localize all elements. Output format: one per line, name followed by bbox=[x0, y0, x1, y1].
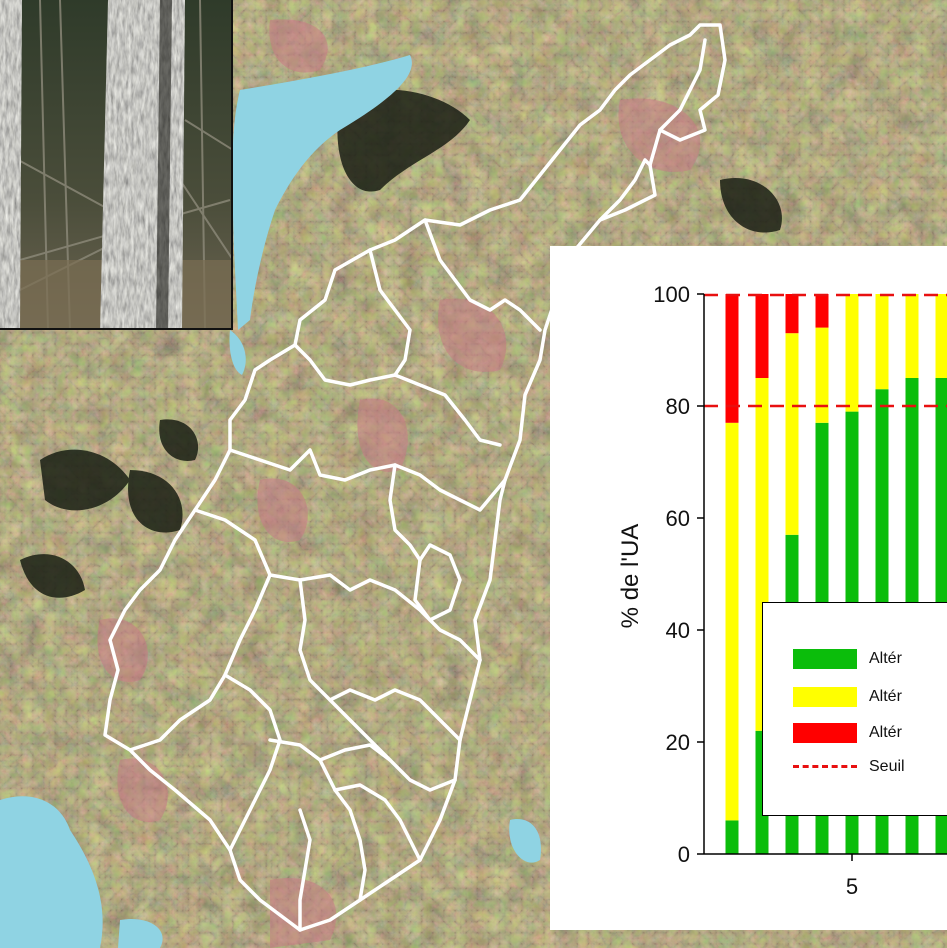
legend: Altér Altér Altér Seuil bbox=[762, 602, 947, 816]
legend-label-threshold: Seuil bbox=[869, 758, 905, 775]
legend-swatch-green bbox=[793, 649, 857, 669]
legend-entry-yellow: Altér bbox=[793, 687, 947, 707]
y-tick-label: 40 bbox=[666, 618, 690, 643]
y-axis-label: % de l'UA bbox=[617, 524, 644, 629]
bar-segment-red bbox=[785, 294, 799, 334]
x-tick-label: 5 bbox=[846, 874, 858, 899]
legend-threshold-line bbox=[793, 765, 857, 768]
threshold-lines bbox=[704, 293, 947, 408]
bar-segment-green bbox=[725, 820, 739, 854]
legend-swatch-yellow bbox=[793, 687, 857, 707]
legend-entry-red: Altér bbox=[793, 723, 947, 743]
forest-photo-image bbox=[0, 0, 231, 328]
legend-label-red: Altér bbox=[869, 724, 902, 741]
bar-segment-yellow bbox=[905, 294, 919, 378]
legend-swatch-red bbox=[793, 723, 857, 743]
y-tick-label: 100 bbox=[653, 282, 690, 307]
x-axis-ticks: 5 bbox=[846, 854, 858, 899]
bar-segment-yellow bbox=[725, 422, 739, 821]
legend-entry-threshold: Seuil bbox=[793, 757, 947, 777]
dark-lakes bbox=[20, 89, 782, 598]
y-axis-ticks: 0 20 40 60 80 100 bbox=[653, 282, 704, 867]
y-tick-label: 20 bbox=[666, 730, 690, 755]
bar-segment-red bbox=[755, 294, 769, 378]
bar-segment-yellow bbox=[875, 294, 889, 390]
bar-segment-yellow bbox=[815, 327, 829, 423]
forest-photo bbox=[0, 0, 233, 330]
legend-label-green: Altér bbox=[869, 650, 902, 667]
bar-segment-yellow bbox=[935, 294, 947, 378]
bar-segment-red bbox=[725, 294, 739, 423]
stacked-bar-chart: 0 20 40 60 80 100 5 % de l'UA bbox=[617, 282, 947, 899]
bar-segment-yellow bbox=[845, 294, 859, 412]
legend-entry-green: Altér bbox=[793, 649, 947, 669]
chart-panel: 0 20 40 60 80 100 5 % de l'UA Altér Altér Alt… bbox=[550, 246, 947, 930]
legend-label-yellow: Altér bbox=[869, 688, 902, 705]
y-tick-label: 80 bbox=[666, 394, 690, 419]
pink-patches bbox=[97, 19, 701, 948]
y-tick-label: 60 bbox=[666, 506, 690, 531]
bar-segment-red bbox=[815, 294, 829, 328]
y-tick-label: 0 bbox=[678, 842, 690, 867]
bar-segment-yellow bbox=[785, 333, 799, 535]
blue-lakes bbox=[0, 55, 541, 948]
